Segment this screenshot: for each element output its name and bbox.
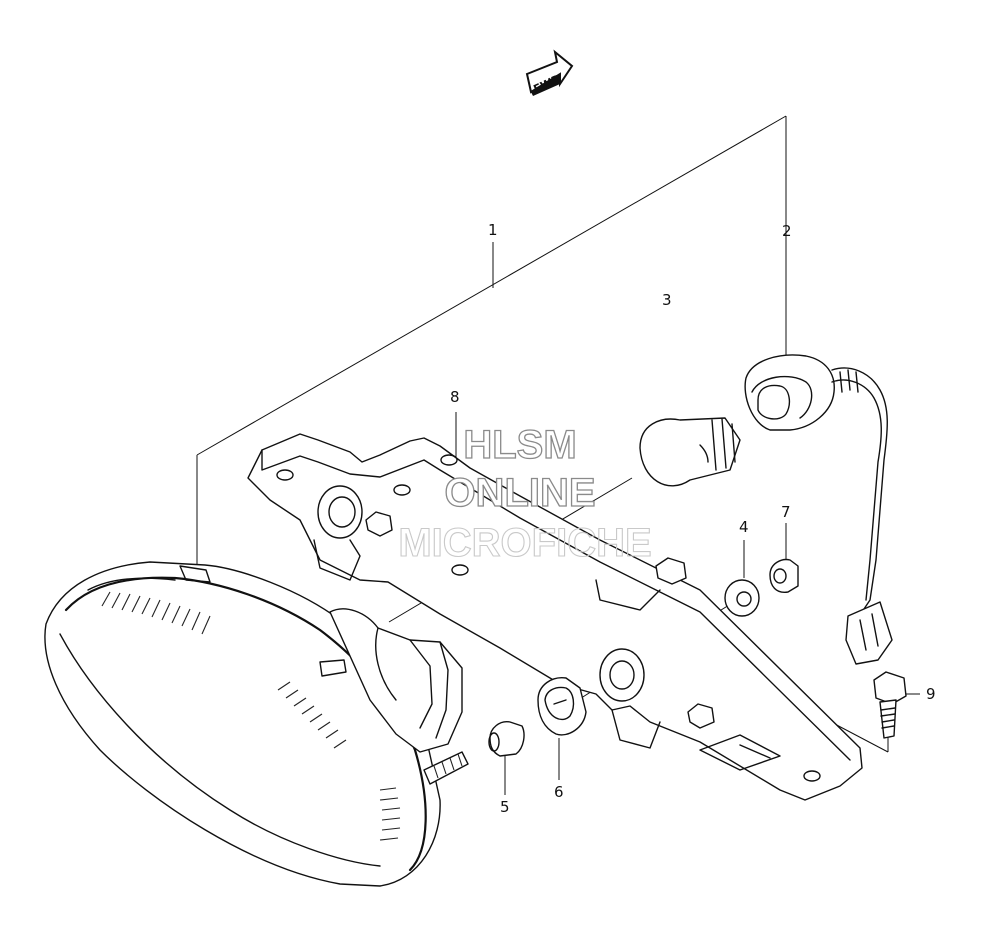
callout-5: 5	[500, 798, 510, 816]
callout-labels: 1 2 3 4 5 6 7 8 9	[450, 221, 936, 816]
bulb	[639, 417, 741, 487]
callout-3: 3	[662, 291, 672, 309]
watermark: HLSM ONLINE MICROFICHE	[398, 422, 652, 565]
callout-9: 9	[926, 685, 936, 703]
collar	[488, 721, 525, 757]
grommet	[537, 677, 587, 736]
forward-arrow-icon: FWD	[525, 49, 574, 96]
lens-texture	[101, 591, 401, 841]
watermark-line-2: ONLINE	[444, 471, 595, 515]
washer	[724, 579, 760, 617]
callout-4: 4	[739, 518, 749, 536]
callout-8: 8	[450, 388, 460, 406]
watermark-line-3: MICROFICHE	[398, 521, 651, 565]
bulb-socket-harness	[744, 354, 893, 665]
callout-1: 1	[488, 221, 498, 239]
taillight-assembly	[44, 561, 469, 887]
callout-2: 2	[782, 222, 792, 240]
bolt	[873, 671, 907, 739]
flange-nut	[769, 558, 799, 593]
callout-6: 6	[554, 783, 564, 801]
watermark-line-1: HLSM	[463, 423, 576, 467]
mounting-bracket	[247, 433, 863, 801]
callout-7: 7	[781, 503, 791, 521]
